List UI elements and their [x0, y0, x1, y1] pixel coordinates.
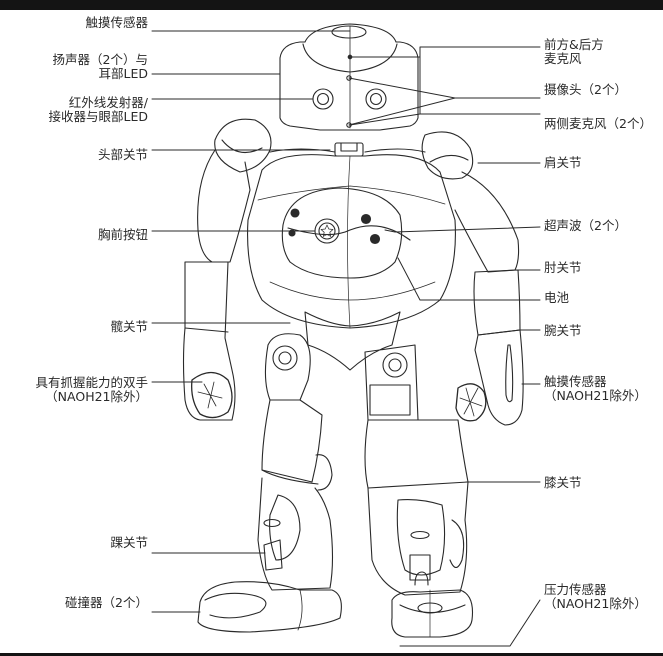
bottom-frame-bar — [0, 653, 663, 656]
label-elbow-joint: 肘关节 — [544, 260, 582, 275]
label-side-microphones: 两侧麦克风（2个） — [544, 116, 652, 131]
label-front-rear-microphones: 前方&后方 麦克风 — [544, 37, 604, 66]
label-wrist-joint: 腕关节 — [544, 323, 582, 338]
robot-torso — [247, 148, 456, 371]
label-speakers-ear-led: 扬声器（2个）与 耳部LED — [52, 52, 148, 81]
leader-lines — [151, 30, 541, 647]
label-head-joint: 头部关节 — [97, 147, 148, 162]
label-ultrasound: 超声波（2个） — [544, 218, 627, 233]
label-shoulder-joint: 肩关节 — [544, 155, 582, 170]
label-hand-touch-sensor: 触摸传感器 （NAOH21除外） — [544, 374, 647, 403]
label-chest-button: 胸前按钮 — [97, 227, 148, 242]
robot-right-arm — [421, 131, 524, 426]
label-head-touch-sensor: 触摸传感器 — [85, 15, 148, 30]
label-bumpers: 碰撞器（2个） — [65, 595, 148, 610]
label-knee-joint: 膝关节 — [544, 475, 582, 490]
robot-legs — [257, 333, 469, 596]
robot-left-arm — [182, 118, 272, 421]
robot-head — [279, 23, 419, 157]
label-ankle-joint: 踝关节 — [110, 535, 148, 550]
label-ir-emitter-eye-led: 红外线发射器/ 接收器与眼部LED — [48, 95, 149, 124]
label-battery: 电池 — [544, 290, 570, 305]
robot-feet — [197, 581, 474, 638]
top-frame-bar — [0, 0, 663, 10]
label-grasping-hands: 具有抓握能力的双手 （NAOH21除外） — [35, 375, 148, 404]
label-cameras: 摄像头（2个） — [544, 82, 627, 97]
label-pressure-sensors: 压力传感器 （NAOH21除外） — [544, 582, 647, 611]
label-hip-joint: 髋关节 — [110, 319, 148, 334]
